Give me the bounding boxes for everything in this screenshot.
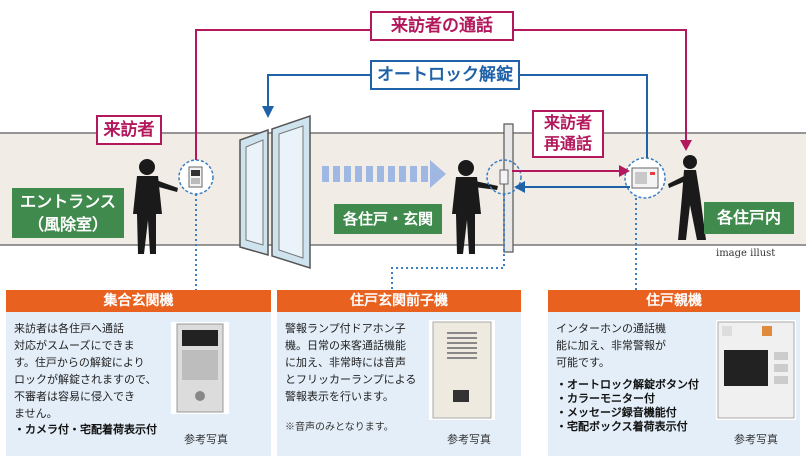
leader-door-station bbox=[391, 194, 505, 290]
entrance-label: エントランス （風除室） bbox=[12, 188, 124, 238]
panel-indoor-monitor-title: 住戸親機 bbox=[548, 290, 800, 312]
panel-door-station-title: 住戸玄関前子機 bbox=[277, 290, 521, 312]
panel-indoor-monitor: 住戸親機 インターホンの通話機 能に加え、非常警報が 可能です。 ・オートロック… bbox=[548, 290, 800, 456]
image-illust-caption: image illust bbox=[716, 248, 776, 259]
resident-figure bbox=[668, 155, 706, 240]
bullet-item: ・カラーモニター付 bbox=[556, 392, 655, 405]
indoor-monitor-photo-art bbox=[717, 321, 795, 419]
visitor-figure-entrance bbox=[133, 159, 178, 254]
unit-door-frame bbox=[503, 123, 514, 253]
auto-lock-door bbox=[239, 114, 311, 270]
unit-inside-label: 各住戸内 bbox=[704, 202, 794, 234]
autolock-release-line bbox=[520, 74, 648, 158]
panel-entrance-unit: 集合玄関機 来訪者は各住戸へ通話 対応がスムーズにできま す。住戸からの解錠によ… bbox=[6, 290, 271, 456]
entrance-unit-photo-art bbox=[176, 323, 224, 413]
visitor-recall-label: 来訪者 再通話 bbox=[532, 110, 604, 158]
panel-entrance-unit-caption: 参考写真 bbox=[184, 433, 228, 446]
panel-entrance-unit-bullets: ・カメラ付・宅配着荷表示付 bbox=[14, 423, 157, 437]
panel-entrance-unit-title: 集合玄関機 bbox=[6, 290, 271, 312]
panel-indoor-monitor-bullets: ・オートロック解錠ボタン付 ・カラーモニター付 ・メッセージ録音機能付 ・宅配ボ… bbox=[556, 378, 699, 434]
entrance-label-line1: エントランス bbox=[20, 192, 116, 211]
unit-entrance-label: 各住戸・玄関 bbox=[334, 204, 442, 234]
entrance-unit-photo bbox=[171, 322, 229, 414]
panel-door-station-text: 警報ランプ付ドアホン子 機。日常の来客通話機能 に加え、非常時には音声 とフリッ… bbox=[285, 322, 417, 403]
door-station-photo-art bbox=[432, 321, 492, 419]
panel-indoor-monitor-caption: 参考写真 bbox=[734, 433, 778, 446]
indoor-monitor-device bbox=[624, 157, 666, 199]
visitor-recall-line2: 再通話 bbox=[543, 134, 592, 153]
door-station-photo bbox=[429, 320, 495, 420]
panel-indoor-monitor-text: インターホンの通話機 能に加え、非常警報が 可能です。 bbox=[556, 322, 666, 369]
visitor-label: 来訪者 bbox=[96, 115, 162, 145]
panel-entrance-unit-text: 来訪者は各住戸へ通話 対応がスムーズにできま す。住戸からの解錠により ロックが… bbox=[14, 322, 157, 420]
bullet-item: ・宅配ボックス着荷表示付 bbox=[556, 420, 688, 433]
entrance-panel-device bbox=[178, 159, 214, 195]
visitor-recall-line1: 来訪者 bbox=[543, 113, 592, 132]
indoor-monitor-photo bbox=[716, 320, 796, 420]
panel-door-station-note: ※音声のみとなります。 bbox=[285, 422, 394, 433]
visitor-figure-unit bbox=[452, 160, 498, 254]
bullet-item: ・メッセージ録音機能付 bbox=[556, 406, 677, 419]
entrance-label-line2: （風除室） bbox=[27, 215, 108, 234]
visitor-call-line bbox=[195, 29, 370, 160]
visitor-call-label: 来訪者の通話 bbox=[370, 11, 514, 41]
autolock-release-label: オートロック解錠 bbox=[370, 60, 520, 90]
bullet-item: ・オートロック解錠ボタン付 bbox=[556, 378, 699, 391]
panel-door-station: 住戸玄関前子機 警報ランプ付ドアホン子 機。日常の来客通話機能 に加え、非常時に… bbox=[277, 290, 521, 456]
walk-arrow bbox=[322, 160, 446, 188]
panel-door-station-caption: 参考写真 bbox=[447, 433, 491, 446]
bullet-item: ・カメラ付・宅配着荷表示付 bbox=[14, 423, 157, 436]
